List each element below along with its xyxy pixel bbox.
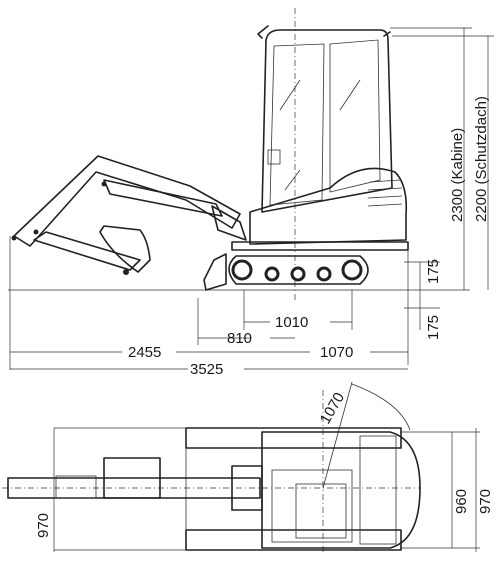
ground-clearance-bottom-label: 175 <box>425 315 442 340</box>
dozer-blade <box>203 253 227 291</box>
side-view: 2300 (Kabine) 2200 (Schutzdach) 175 175 … <box>8 8 494 378</box>
overall-length-label: 3525 <box>190 361 223 378</box>
engine-hood <box>249 167 408 245</box>
top-cabin <box>271 469 353 543</box>
track-length-label: 1010 <box>275 314 308 331</box>
top-engine <box>359 435 397 545</box>
cabin <box>257 25 393 213</box>
top-seat <box>295 483 347 539</box>
height-canopy-label: 2200 (Schutzdach) <box>473 96 490 222</box>
rear-length-label: 1070 <box>320 344 353 361</box>
track <box>228 255 369 285</box>
swing-radius-label: 1070 <box>317 390 348 427</box>
height-dimensions <box>390 27 494 330</box>
track-width-outer-label: 970 <box>477 489 494 514</box>
top-upper-structure <box>261 431 421 549</box>
ground-clearance-top-label: 175 <box>425 259 442 284</box>
top-tracks <box>185 427 402 551</box>
bucket <box>99 225 151 273</box>
boom-arm <box>11 155 247 275</box>
reach-front-label: 2455 <box>128 344 161 361</box>
height-cabin-label: 2300 (Kabine) <box>449 128 466 222</box>
top-view: 1070 960 970 970 <box>2 381 494 552</box>
blade-width-label: 970 <box>35 513 52 538</box>
length-dimensions <box>9 236 409 370</box>
track-width-label: 960 <box>453 489 470 514</box>
top-boom <box>7 457 263 511</box>
track-offset-label: 810 <box>227 330 252 347</box>
width-dimensions <box>53 427 480 552</box>
